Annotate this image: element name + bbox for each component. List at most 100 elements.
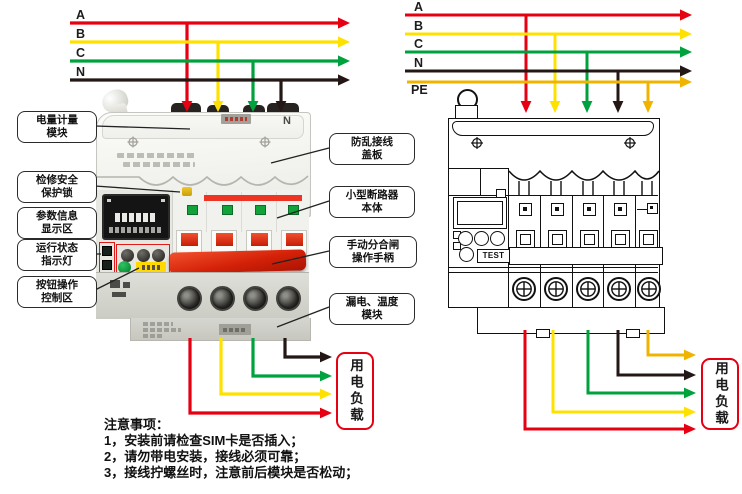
device-outline xyxy=(448,118,660,308)
lcd-text-placeholder xyxy=(109,227,163,233)
callout-text-line: 模块 xyxy=(361,309,383,321)
output-terminal-screw xyxy=(177,286,202,311)
callout-text-line: 模块 xyxy=(46,127,68,139)
pole-indicator xyxy=(518,203,532,216)
callout-text-line: 防乱接线 xyxy=(351,136,393,149)
nameplate-badge xyxy=(221,114,251,124)
model-badge xyxy=(219,324,251,335)
wire-label-b-left: B xyxy=(76,27,86,41)
display-window xyxy=(453,197,507,229)
terminal-cover-strip xyxy=(452,121,654,136)
callout-text-line: 按钮操作 xyxy=(36,279,78,292)
fine-print-placeholder xyxy=(143,328,181,332)
indicator-window xyxy=(187,205,198,215)
small-indicator xyxy=(496,189,506,198)
fine-print-placeholder xyxy=(123,162,195,167)
lcd-text-placeholder xyxy=(115,213,157,222)
pole-divider xyxy=(507,168,509,307)
callout-parameter-display: 参数信息 显示区 xyxy=(17,207,97,239)
certification-marks xyxy=(110,280,136,304)
lcd-status-icon xyxy=(107,199,111,202)
panel-line xyxy=(448,168,509,170)
control-button xyxy=(473,230,489,246)
indicator-window xyxy=(222,205,233,215)
wire-label-c-right: C xyxy=(414,37,424,51)
note-item: 3，接线拧螺丝时，注意前后模块是否松动； xyxy=(104,465,359,480)
control-button-area xyxy=(116,244,170,278)
wire-label-a-left: A xyxy=(76,8,86,22)
indicator-window xyxy=(255,205,266,215)
panel-line xyxy=(479,168,481,195)
wire-label-a-right: A xyxy=(414,0,424,14)
wire-label-pe-right: PE xyxy=(411,83,428,97)
note-item: 1，安装前请检查SIM卡是否插入； xyxy=(104,433,304,448)
output-terminal-screw xyxy=(210,286,235,311)
pole-indicator xyxy=(647,203,658,214)
callout-manual-handle: 手动分合闸 操作手柄 xyxy=(329,236,417,268)
wire-label-n-left: N xyxy=(76,65,86,79)
callout-text-line: 漏电、温度 xyxy=(345,296,399,309)
mounting-tab xyxy=(625,329,640,338)
notes-section: 注意事项： 1，安装前请检查SIM卡是否插入； 2，请勿带电安装，接线必须可靠；… xyxy=(104,417,464,481)
status-led xyxy=(102,246,112,256)
status-led-group xyxy=(99,242,115,277)
test-label-sticker xyxy=(136,262,166,274)
control-button xyxy=(489,230,505,246)
status-led xyxy=(102,260,112,270)
module-bottom-strip xyxy=(130,318,311,341)
mounting-tab xyxy=(535,329,550,338)
pole-indicator xyxy=(582,203,596,216)
callout-text-line: 指示灯 xyxy=(41,255,73,267)
status-led xyxy=(453,242,461,250)
callout-text-line: 保护锁 xyxy=(41,187,73,199)
callout-text-line: 电量计量 xyxy=(36,114,78,127)
callout-metering-module: 电量计量 模块 xyxy=(17,111,97,143)
pole-divider xyxy=(241,192,242,232)
control-button xyxy=(137,249,150,262)
pole-indicator xyxy=(613,203,627,216)
fine-print-placeholder xyxy=(143,334,163,338)
output-terminal-screw xyxy=(243,286,268,311)
pole-indicator xyxy=(550,203,564,216)
wire-label-c-left: C xyxy=(76,46,86,60)
callout-button-control: 按钮操作 控制区 xyxy=(17,276,97,308)
output-terminal-screw xyxy=(276,286,301,311)
panel-line xyxy=(448,272,658,274)
pole-divider xyxy=(206,192,207,232)
callout-text-line: 控制区 xyxy=(41,292,73,304)
smart-breaker-line-drawing: TEST xyxy=(447,89,667,339)
callout-text-line: 小型断路器 xyxy=(345,189,399,202)
callout-mcb-body: 小型断路器 本体 xyxy=(329,186,415,218)
lcd-display xyxy=(102,194,170,240)
smart-breaker-device-photo: N xyxy=(96,86,311,341)
pole-indicator-line xyxy=(637,208,647,210)
load-box-left: 用电负载 xyxy=(336,352,374,430)
lcd-status-icon xyxy=(161,199,165,202)
wire-label-b-right: B xyxy=(414,19,424,33)
wire-label-n-right: N xyxy=(414,56,424,70)
callout-text-line: 本体 xyxy=(361,202,383,214)
indicator-window xyxy=(288,205,299,215)
callout-text-line: 手动分合闸 xyxy=(346,239,400,252)
fine-print-placeholder xyxy=(117,153,195,158)
cover-top-panel xyxy=(102,115,304,139)
test-button-label: TEST xyxy=(477,249,510,263)
n-terminal-label: N xyxy=(283,115,291,127)
linked-handle-bar xyxy=(168,249,307,274)
panel-line xyxy=(448,195,658,197)
linked-handle-bar xyxy=(509,247,663,265)
control-button xyxy=(152,249,165,262)
control-button xyxy=(459,247,474,262)
notes-title: 注意事项： xyxy=(104,417,170,432)
callout-maintenance-lock: 检修安全 保护锁 xyxy=(17,171,97,203)
callout-text-line: 显示区 xyxy=(41,223,73,235)
control-button xyxy=(457,230,473,246)
maintenance-lock-indicator xyxy=(182,187,192,196)
callout-anti-tamper-cover: 防乱接线 盖板 xyxy=(329,133,415,165)
callout-text-line: 运行状态 xyxy=(36,242,78,255)
control-button xyxy=(121,249,134,262)
panel-line xyxy=(448,267,658,269)
callout-text-line: 检修安全 xyxy=(36,174,78,187)
load-box-right: 用电负载 xyxy=(701,358,739,430)
